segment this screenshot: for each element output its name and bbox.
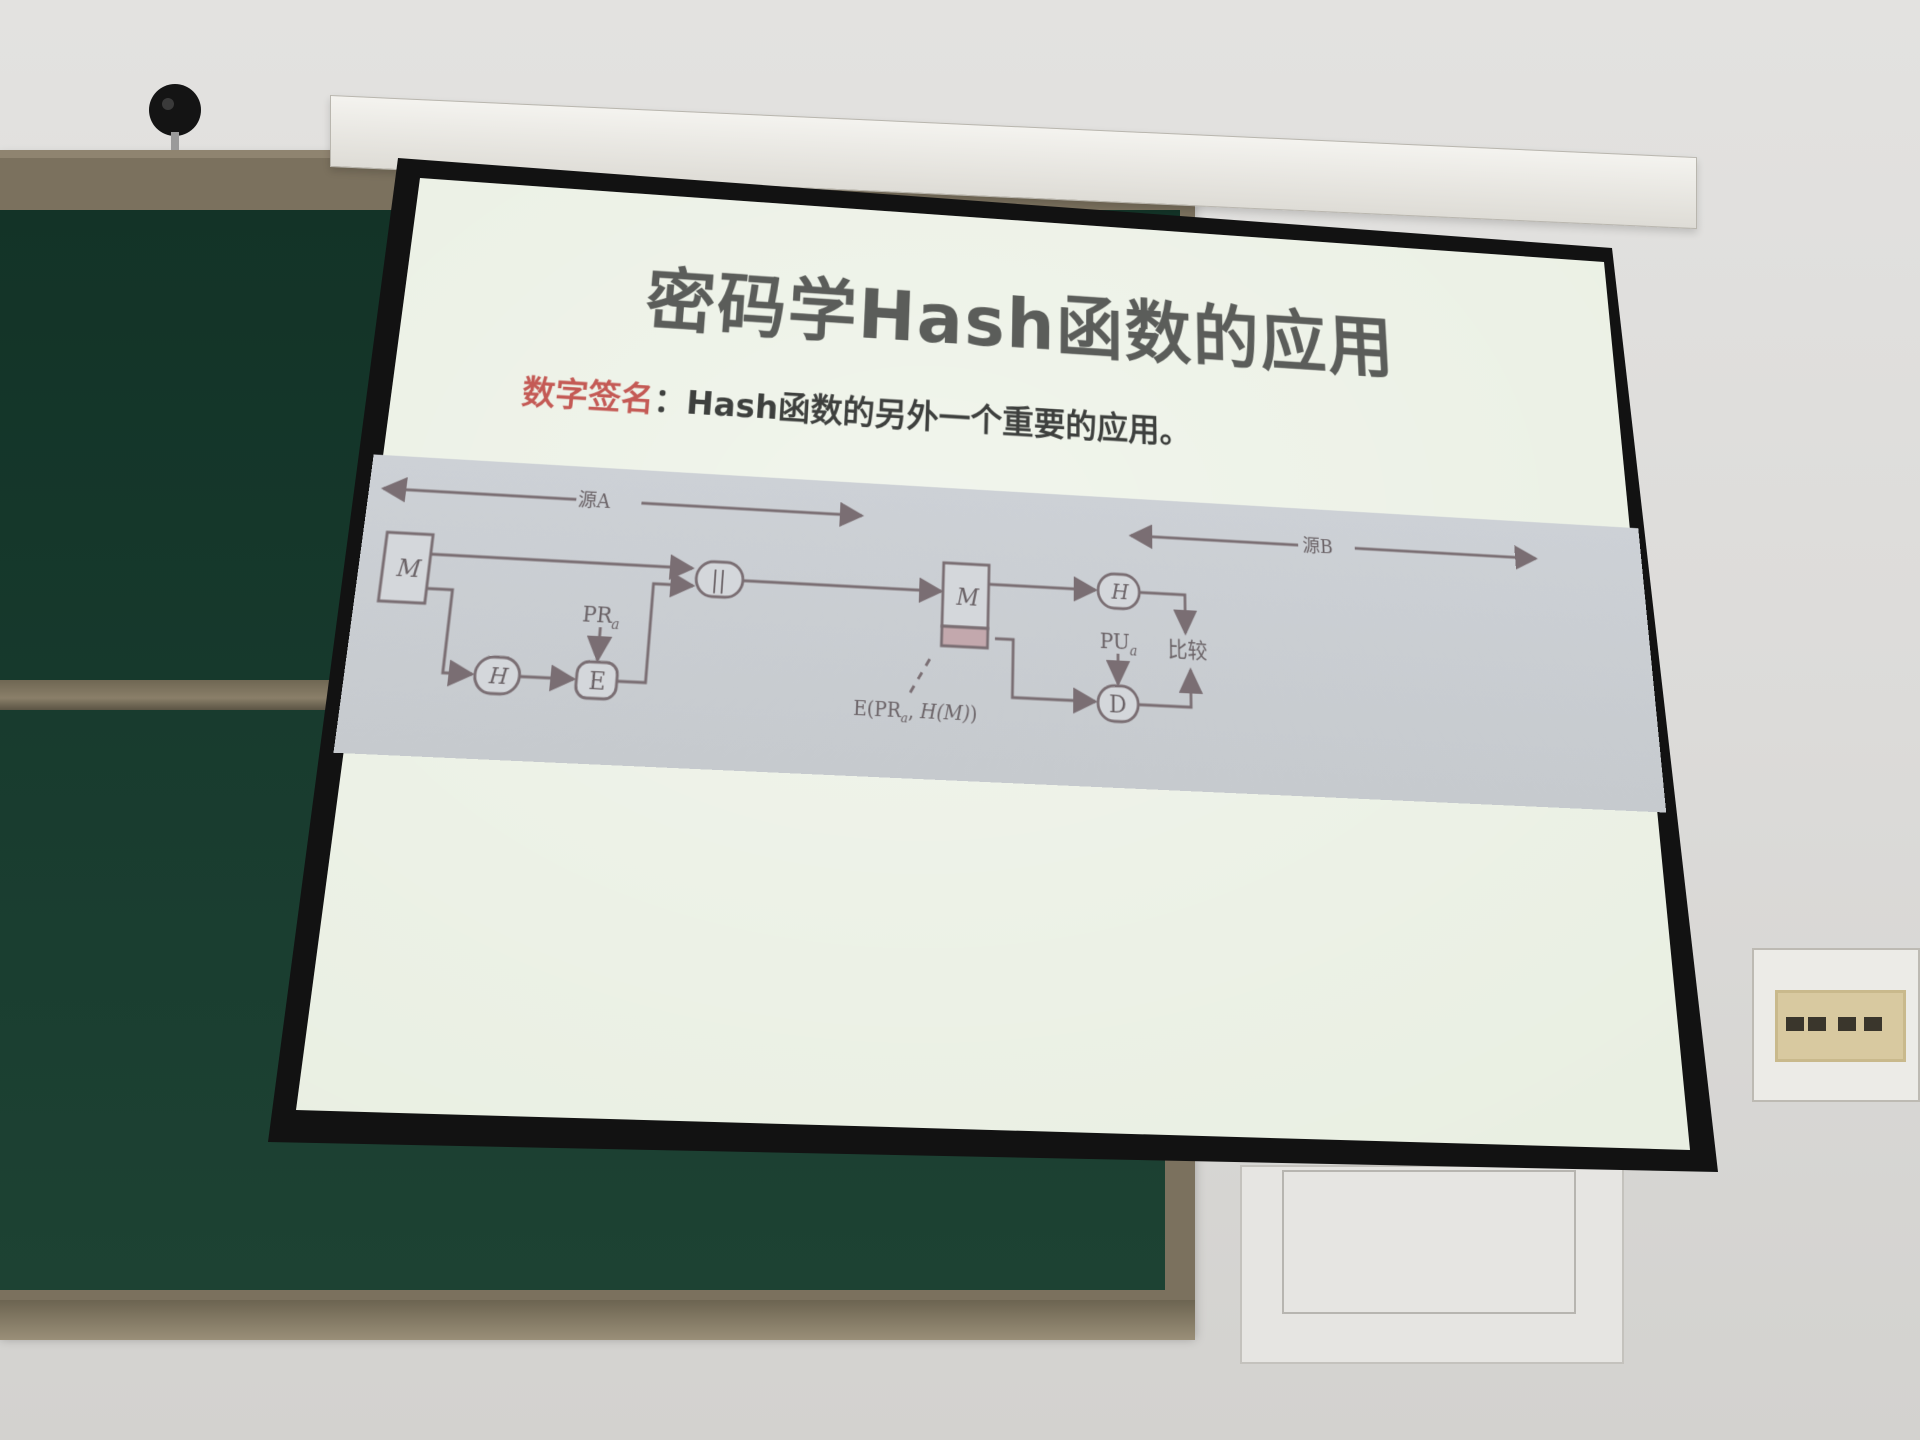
sender-hash-label: H (487, 662, 511, 690)
source-b-left-arrow (1131, 536, 1298, 545)
transmission-line (743, 581, 941, 592)
subtitle-text: Hash函数的另外一个重要的应用。 (684, 384, 1191, 453)
source-b-right-arrow (1355, 548, 1536, 558)
signature-label: E(PRa, H(M)) (853, 698, 978, 730)
digital-signature-diagram: 源A 源B M H E || PRa M H D PUa 比较 E(PRa, H… (343, 455, 1657, 812)
security-camera-icon (149, 84, 201, 150)
wall-access-panel-inner (1282, 1170, 1576, 1314)
decrypt-label: D (1109, 690, 1127, 719)
hash-to-compare-line (1139, 592, 1185, 633)
subtitle-colon: ： (652, 382, 688, 422)
hash-to-encrypt-line (519, 677, 573, 680)
source-b-label: 源B (1302, 536, 1333, 559)
subtitle-highlight-term: 数字签名 (519, 374, 656, 420)
private-key-label: PRa (581, 601, 621, 632)
receiver-hash-label: H (1110, 579, 1130, 605)
message-to-concat-line (431, 554, 693, 568)
slide: 密码学Hash函数的应用 数字签名：Hash函数的另外一个重要的应用。 (296, 178, 1690, 1150)
concat-label: || (710, 565, 727, 594)
source-a-left-arrow (383, 488, 576, 499)
encrypt-to-concat-line (617, 582, 693, 684)
sender-message-label: M (394, 554, 423, 583)
signature-pointer (910, 658, 930, 694)
received-signature-block (941, 626, 987, 648)
source-a-label: 源A (577, 490, 611, 513)
sender-message-box (378, 532, 433, 603)
receiver-message-label: M (955, 583, 980, 612)
decrypt-to-compare-line (1138, 667, 1191, 707)
breaker-switch-window (1775, 990, 1906, 1062)
source-a-right-arrow (641, 503, 861, 516)
compare-label: 比较 (1168, 636, 1208, 663)
private-key-arrow (597, 627, 600, 660)
signature-to-decrypt-line (994, 639, 1095, 702)
blackboard-bottom-tray (0, 1300, 1195, 1340)
public-key-label: PUa (1100, 628, 1138, 659)
wall-access-panel (1240, 1165, 1624, 1364)
encrypt-label: E (588, 666, 607, 696)
received-message-to-hash-line (989, 584, 1096, 590)
